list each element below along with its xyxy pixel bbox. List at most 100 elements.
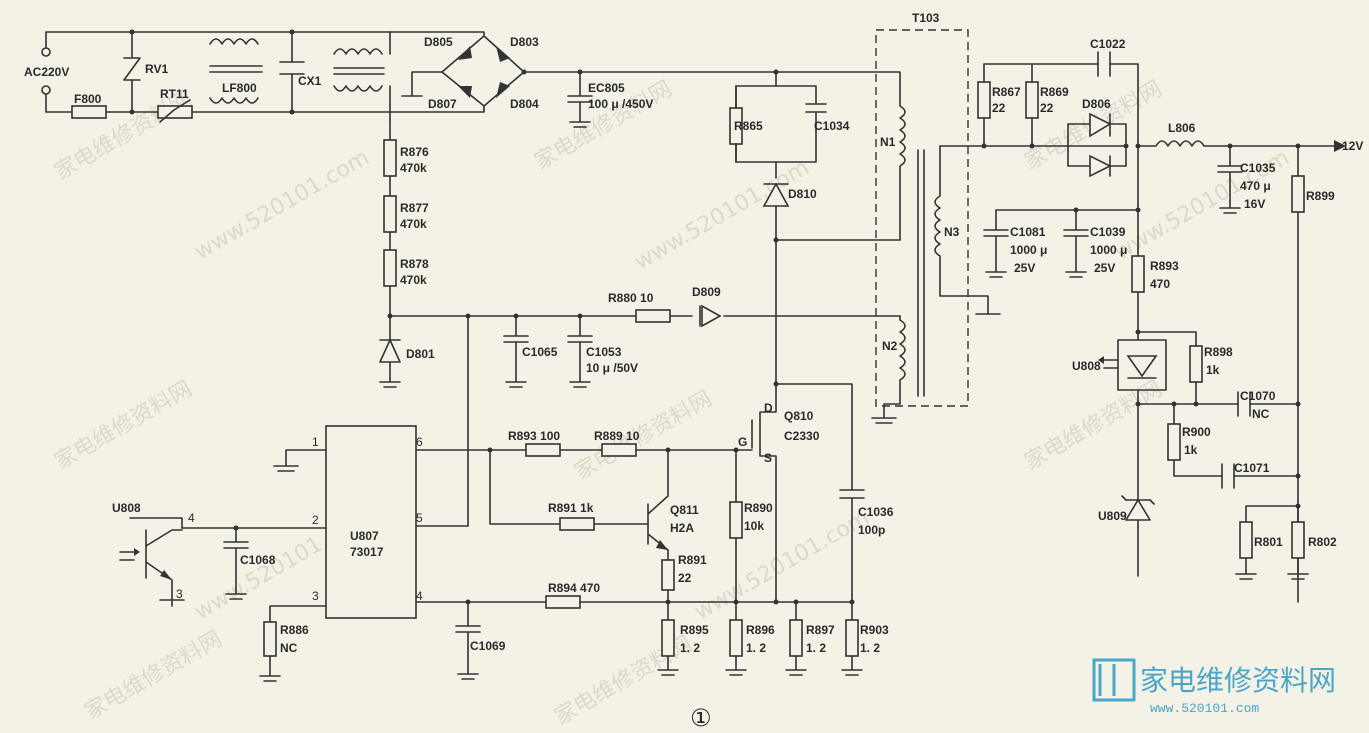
d809-label: D809 xyxy=(692,285,721,299)
ec805-value: 100 μ /450V xyxy=(588,97,653,111)
c1039-label: C1039 xyxy=(1090,225,1126,239)
opto-pin3: 3 xyxy=(176,587,183,601)
bridge-rectifier: D805 D803 D807 D804 xyxy=(389,31,779,113)
r876-label: R876 xyxy=(400,145,429,159)
c1022-label: C1022 xyxy=(1090,37,1126,51)
fuse-label: F800 xyxy=(74,92,102,106)
c1071-label: C1071 xyxy=(1234,461,1270,475)
r867-label: R867 xyxy=(992,85,1021,99)
watermark-url: www.520101.com xyxy=(691,505,874,625)
r897-label: R897 xyxy=(806,623,835,637)
t103-label: T103 xyxy=(912,11,940,25)
logo-text-cn: 家电维修资料网 xyxy=(1140,664,1336,697)
c1035-value1: 470 μ xyxy=(1240,179,1271,193)
start-resistors: R876 470k R877 470k R878 470k xyxy=(383,119,429,317)
r896-label: R896 xyxy=(746,623,775,637)
q811-part: H2A xyxy=(670,521,694,535)
r890-value: 10k xyxy=(744,519,764,533)
r893-gate-label: R893 100 xyxy=(508,429,560,443)
r880-label: R880 10 xyxy=(608,291,654,305)
current-sense: R894 470 R895 1. 2 R896 1. 2 R897 1. 2 R… xyxy=(415,581,889,680)
snubber: R865 C1034 D810 xyxy=(729,71,901,243)
d806-label: D806 xyxy=(1082,97,1111,111)
r890-label: R890 xyxy=(744,501,773,515)
r893-sec-label: R893 xyxy=(1150,259,1179,273)
q811-label: Q811 xyxy=(670,503,699,517)
r869-label: R869 xyxy=(1040,85,1069,99)
input-section: AC220V F800 RV1 RT11 LF800 CX1 xyxy=(24,29,391,123)
d803-label: D803 xyxy=(510,35,539,49)
r891-emitter-value: 22 xyxy=(678,571,692,585)
r899-label: R899 xyxy=(1306,189,1335,203)
watermark-cn: 家电维修资料网 xyxy=(571,387,717,486)
mosfet-q810: D S G Q810 C2330 C1036 100p R890 10k xyxy=(667,239,894,603)
r889-label: R889 10 xyxy=(594,429,640,443)
r802-label: R802 xyxy=(1308,535,1337,549)
varistor-label: RV1 xyxy=(145,62,168,76)
gate-drive: R893 100 R889 10 R891 1k Q811 H2A R891 2… xyxy=(415,429,707,603)
l806-label: L806 xyxy=(1168,121,1196,135)
watermark-cn: 家电维修资料网 xyxy=(51,87,197,186)
c1036-label: C1036 xyxy=(858,505,894,519)
c1039-value2: 25V xyxy=(1094,261,1115,275)
watermark-url: www.520101.com xyxy=(631,155,814,275)
q810-label: Q810 xyxy=(784,409,814,423)
r896-value: 1. 2 xyxy=(746,641,766,655)
r877-label: R877 xyxy=(400,201,429,215)
r865-label: R865 xyxy=(734,119,763,133)
r893-sec-value: 470 xyxy=(1150,277,1170,291)
r877-value: 470k xyxy=(400,217,427,231)
c1034-label: C1034 xyxy=(814,119,850,133)
pin5-label: 5 xyxy=(416,511,423,525)
c1068-label: C1068 xyxy=(240,553,276,567)
d810-label: D810 xyxy=(788,187,817,201)
r898-label: R898 xyxy=(1204,345,1233,359)
r878-label: R878 xyxy=(400,257,429,271)
r886-value: NC xyxy=(280,641,298,655)
logo-text-url: www.520101.com xyxy=(1150,701,1259,716)
c1070-label: C1070 xyxy=(1240,389,1276,403)
r869-value: 22 xyxy=(1040,101,1054,115)
c1081-value1: 1000 μ xyxy=(1010,243,1047,257)
watermark-cn: 家电维修资料网 xyxy=(81,627,227,726)
c1081-value2: 25V xyxy=(1014,261,1035,275)
r886-label: R886 xyxy=(280,623,309,637)
r891-base-label: R891 1k xyxy=(548,501,594,515)
r878-value: 470k xyxy=(400,273,427,287)
source-label: S xyxy=(764,451,772,465)
pin1-label: 1 xyxy=(312,435,319,449)
pin2-label: 2 xyxy=(312,513,319,527)
watermark-cn: 家电维修资料网 xyxy=(1021,377,1167,476)
logo-book-spine-icon xyxy=(1098,664,1116,696)
watermark-url: www.520101.com xyxy=(191,145,374,265)
r900-value: 1k xyxy=(1184,443,1198,457)
transformer: T103 N1 N2 N3 xyxy=(775,11,1001,424)
pin6-label: 6 xyxy=(416,435,423,449)
c1036-value: 100p xyxy=(858,523,885,537)
x-cap-label: CX1 xyxy=(298,74,322,88)
opto-primary: C1068 U808 4 3 xyxy=(112,501,276,607)
pin3-label: 3 xyxy=(312,589,319,603)
r898-value: 1k xyxy=(1206,363,1220,377)
d805-label: D805 xyxy=(424,35,453,49)
bulk-capacitor: EC805 100 μ /450V xyxy=(567,71,653,128)
c1070-value: NC xyxy=(1252,407,1270,421)
output-12v-label: 12V xyxy=(1342,139,1363,153)
ic-u807: U807 73017 1 2 3 4 5 6 R886 NC xyxy=(181,425,423,682)
c1053-value: 10 μ /50V xyxy=(586,361,638,375)
r891-emitter-label: R891 xyxy=(678,553,707,567)
u807-part: 73017 xyxy=(350,545,384,559)
r876-value: 470k xyxy=(400,161,427,175)
c1039-value1: 1000 μ xyxy=(1090,243,1127,257)
r903-label: R903 xyxy=(860,623,889,637)
c1035-label: C1035 xyxy=(1240,161,1276,175)
n2-label: N2 xyxy=(882,339,898,353)
logo-book-icon xyxy=(1092,658,1136,702)
ec805-label: EC805 xyxy=(588,81,625,95)
d801-label: D801 xyxy=(406,347,435,361)
secondary-section: C1022 R867 22 R869 22 D806 L806 12V C103… xyxy=(939,37,1363,603)
ac-input-label: AC220V xyxy=(24,65,69,79)
u808-secondary-label: U808 xyxy=(1072,359,1101,373)
u808-primary-label: U808 xyxy=(112,501,141,515)
